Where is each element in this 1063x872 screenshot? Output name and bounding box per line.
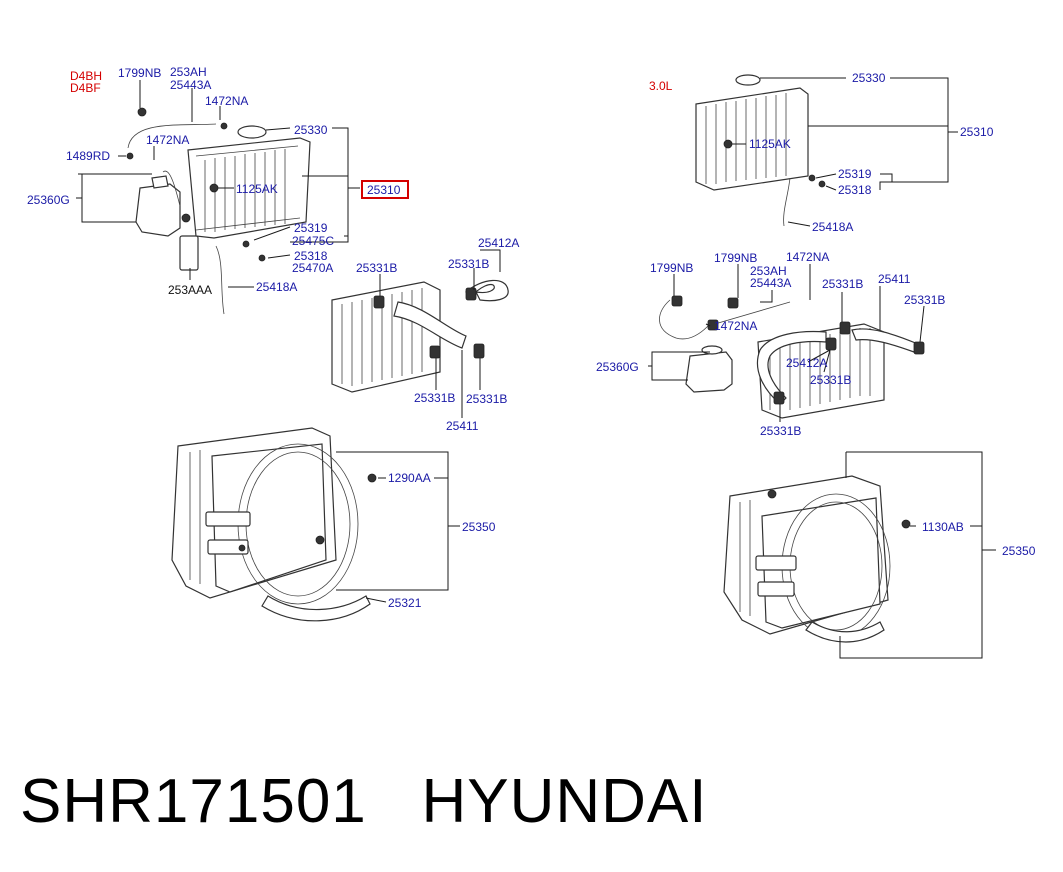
part-label-25418a: 25418A: [256, 280, 297, 294]
part-label-25350-right: 25350: [1002, 544, 1036, 558]
part-label-253ah-right: 253AH: [750, 264, 787, 278]
part-label-25470a: 25470A: [292, 261, 333, 275]
part-label-25360g-right: 25360G: [596, 360, 639, 374]
part-label-25418a-right: 25418A: [812, 220, 853, 234]
part-label-25318: 25318: [294, 249, 328, 263]
part-label-1472na-right: 1472NA: [786, 250, 829, 264]
part-label-1130ab: 1130AB: [922, 520, 964, 534]
part-label-25475c: 25475C: [292, 234, 334, 248]
part-label-1290aa: 1290AA: [388, 471, 431, 485]
part-label-1799nb-right: 1799NB: [650, 261, 693, 275]
part-label-1125ak: 1125AK: [236, 182, 278, 196]
part-label-25331b-right-1: 25331B: [822, 277, 863, 291]
radiator-hoses-right: [659, 295, 925, 419]
part-label-1799nb: 1799NB: [118, 66, 161, 80]
radiator-assembly-left: [126, 107, 311, 315]
part-label-25321: 25321: [388, 596, 422, 610]
footer-part-code: SHR171501: [20, 767, 367, 836]
part-label-1125ak-right: 1125AK: [749, 137, 791, 151]
variant-d4bh-label: D4BH: [70, 69, 102, 83]
part-label-1472na: 1472NA: [205, 94, 248, 108]
radiator-assembly-right: [695, 74, 826, 227]
part-label-25411: 25411: [446, 419, 479, 433]
part-label-25411-right: 25411: [878, 272, 911, 286]
part-label-25443a-right: 25443A: [750, 276, 791, 290]
part-label-25319-right: 25319: [838, 167, 872, 181]
part-label-25318-right: 25318: [838, 183, 872, 197]
part-label-25331b-4: 25331B: [466, 392, 507, 406]
part-labels: D4BH D4BF 1799NB 253AH 25443A 1472NA 147…: [27, 65, 1036, 610]
part-label-25310-highlighted: 25310: [367, 183, 401, 197]
part-label-25350: 25350: [462, 520, 496, 534]
part-label-253aaa: 253AAA: [168, 283, 212, 297]
part-label-25360g: 25360G: [27, 193, 70, 207]
part-label-25319: 25319: [294, 221, 328, 235]
part-label-25331b-1: 25331B: [356, 261, 397, 275]
part-label-1799nb-right-2: 1799NB: [714, 251, 757, 265]
part-label-1489rd: 1489RD: [66, 149, 110, 163]
fan-shroud-left: [171, 427, 377, 622]
part-label-25331b-2: 25331B: [448, 257, 489, 271]
leader-lines: [76, 77, 996, 659]
part-label-25331b-right-3: 25331B: [810, 373, 851, 387]
part-label-1472na-right-2: 1472NA: [714, 319, 757, 333]
fan-shroud-right: [723, 475, 911, 643]
part-label-25331b-3: 25331B: [414, 391, 455, 405]
variant-30l-label: 3.0L: [649, 79, 673, 93]
part-label-25331b-right-4: 25331B: [760, 424, 801, 438]
part-label-25443a: 25443A: [170, 78, 211, 92]
footer-caption: SHR171501 HYUNDAI: [20, 762, 920, 842]
part-label-1472na-2: 1472NA: [146, 133, 189, 147]
part-label-253ah: 253AH: [170, 65, 207, 79]
highlight-box-25310: [361, 180, 409, 199]
footer-gap: [367, 767, 422, 836]
footer-brand: HYUNDAI: [421, 767, 708, 836]
part-label-25331b-right-2: 25331B: [904, 293, 945, 307]
radiator-hoses-left: [331, 279, 509, 393]
part-label-25310-right: 25310: [960, 125, 994, 139]
part-label-25412a: 25412A: [478, 236, 519, 250]
part-label-25330-right: 25330: [852, 71, 886, 85]
part-label-25412a-right: 25412A: [786, 356, 827, 370]
variant-d4bf-label: D4BF: [70, 81, 101, 95]
part-label-25330: 25330: [294, 123, 328, 137]
